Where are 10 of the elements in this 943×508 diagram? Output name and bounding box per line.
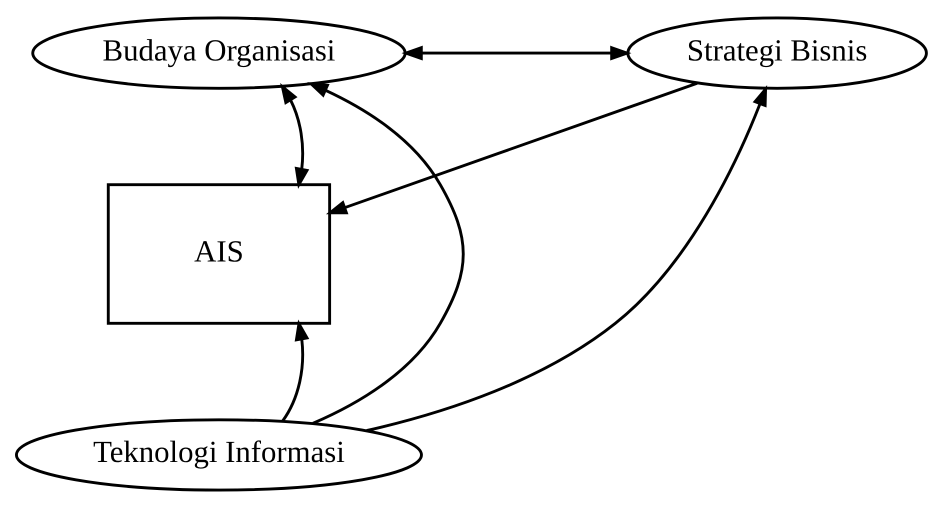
node-ellipse: Teknologi Informasi	[14, 418, 423, 492]
node-ellipse: Budaya Organisasi	[31, 16, 407, 90]
arrow	[402, 46, 632, 61]
arrow	[307, 82, 465, 425]
arrow	[366, 85, 768, 432]
arrow	[281, 319, 310, 422]
node-ellipse: Strategi Bisnis	[626, 16, 928, 90]
arrow	[326, 82, 698, 214]
arrow	[280, 82, 310, 189]
node-box: AIS	[106, 183, 332, 325]
